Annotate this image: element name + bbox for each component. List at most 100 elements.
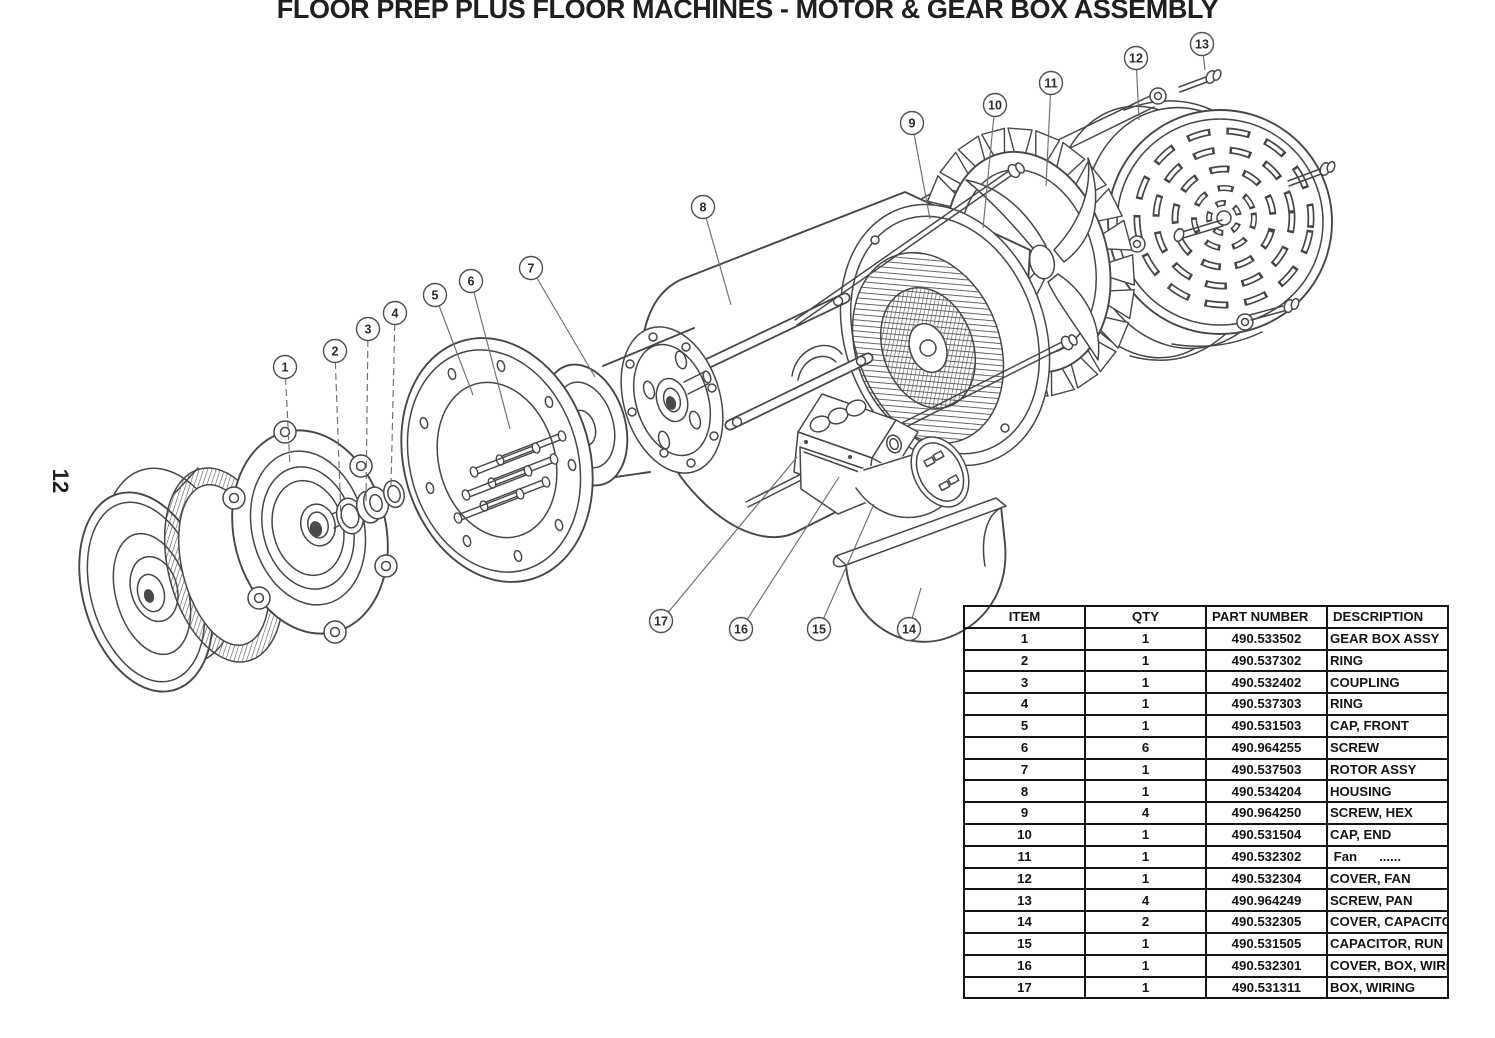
cell-item: 5: [963, 713, 1086, 738]
cell-part-number: 490.964255: [1205, 735, 1328, 760]
part-stud-screws: [453, 430, 567, 524]
column-header-description: DESCRIPTION: [1326, 605, 1449, 629]
callout-9: 9: [899, 110, 931, 220]
cell-part-number: 490.537503: [1205, 757, 1328, 782]
cell-description: SCREW, PAN: [1326, 888, 1449, 913]
cell-part-number: 490.531311: [1205, 975, 1328, 1000]
column-header-qty: QTY: [1084, 605, 1207, 629]
svg-text:14: 14: [902, 623, 916, 637]
cell-description: HOUSING: [1326, 779, 1449, 804]
cell-qty: 6: [1084, 735, 1207, 760]
cell-part-number: 490.964249: [1205, 888, 1328, 913]
svg-text:11: 11: [1044, 77, 1057, 91]
cell-part-number: 490.532302: [1205, 844, 1328, 869]
cell-item: 1: [963, 626, 1086, 651]
cell-description: Fan ......: [1326, 844, 1449, 869]
svg-text:2: 2: [332, 345, 339, 359]
callout-10: 10: [982, 92, 1008, 229]
callout-6: 6: [458, 268, 511, 430]
cell-description: CAP, FRONT: [1326, 713, 1449, 738]
cell-description: ROTOR ASSY: [1326, 757, 1449, 782]
cell-qty: 1: [1084, 626, 1207, 651]
fan-cover-tab-top: [1149, 87, 1167, 105]
callout-5: 5: [422, 282, 474, 396]
part-gearbox-flange: [222, 420, 398, 644]
cell-item: 4: [963, 692, 1086, 716]
svg-text:1: 1: [282, 361, 289, 375]
cell-part-number: 490.531503: [1205, 713, 1328, 738]
cell-item: 17: [963, 975, 1086, 1000]
callout-11: 11: [1038, 70, 1064, 187]
svg-text:15: 15: [812, 623, 826, 637]
callout-4: 4: [382, 300, 408, 488]
cell-description: CAP, END: [1326, 822, 1449, 847]
cell-part-number: 490.531505: [1205, 931, 1328, 956]
svg-text:4: 4: [392, 307, 399, 321]
column-header-item: ITEM: [963, 605, 1086, 629]
callout-16: 16: [728, 476, 840, 642]
callout-14: 14: [896, 587, 922, 642]
cell-part-number: 490.532304: [1205, 866, 1328, 891]
cell-qty: 1: [1084, 757, 1207, 782]
cell-item: 6: [963, 735, 1086, 760]
svg-text:13: 13: [1195, 38, 1209, 52]
cell-item: 8: [963, 779, 1086, 804]
svg-text:12: 12: [1129, 52, 1143, 66]
cell-qty: 1: [1084, 844, 1207, 869]
cell-qty: 1: [1084, 953, 1207, 978]
callout-13: 13: [1189, 31, 1215, 71]
cell-part-number: 490.533502: [1205, 626, 1328, 651]
callout-15: 15: [806, 503, 875, 642]
cell-description: BOX, WIRING: [1326, 975, 1449, 1000]
cell-qty: 1: [1084, 931, 1207, 956]
part-coupling-3: [355, 486, 390, 524]
svg-text:6: 6: [468, 275, 475, 289]
part-pan-screws: [1178, 68, 1336, 321]
svg-text:16: 16: [734, 623, 748, 637]
cell-description: COVER, BOX, WIRING: [1326, 953, 1449, 978]
svg-text:10: 10: [988, 99, 1002, 113]
svg-text:7: 7: [528, 262, 535, 276]
svg-text:17: 17: [654, 615, 668, 629]
cell-part-number: 490.532305: [1205, 910, 1328, 934]
page-title: FLOOR PREP PLUS FLOOR MACHINES - MOTOR &…: [276, 0, 1219, 24]
cell-part-number: 490.531504: [1205, 822, 1328, 847]
part-wiring-box-cover: [799, 446, 873, 515]
cell-part-number: 490.537302: [1205, 648, 1328, 673]
cell-qty: 4: [1084, 888, 1207, 913]
cell-description: COVER, CAPACITOR: [1326, 910, 1449, 934]
cell-description: RING: [1326, 692, 1449, 716]
cell-item: 7: [963, 757, 1086, 782]
svg-text:5: 5: [432, 289, 439, 303]
fan-cover-tab-bottom: [1236, 313, 1254, 331]
cell-description: RING: [1326, 648, 1449, 673]
cell-item: 2: [963, 648, 1086, 673]
callout-8: 8: [690, 194, 732, 306]
svg-text:3: 3: [365, 323, 372, 337]
cell-part-number: 490.537303: [1205, 692, 1328, 716]
callout-17: 17: [648, 456, 798, 634]
cell-qty: 1: [1084, 713, 1207, 738]
callout-3: 3: [355, 316, 381, 502]
cell-item: 15: [963, 931, 1086, 956]
callout-2: 2: [322, 338, 348, 520]
part-capacitor: [855, 436, 970, 519]
